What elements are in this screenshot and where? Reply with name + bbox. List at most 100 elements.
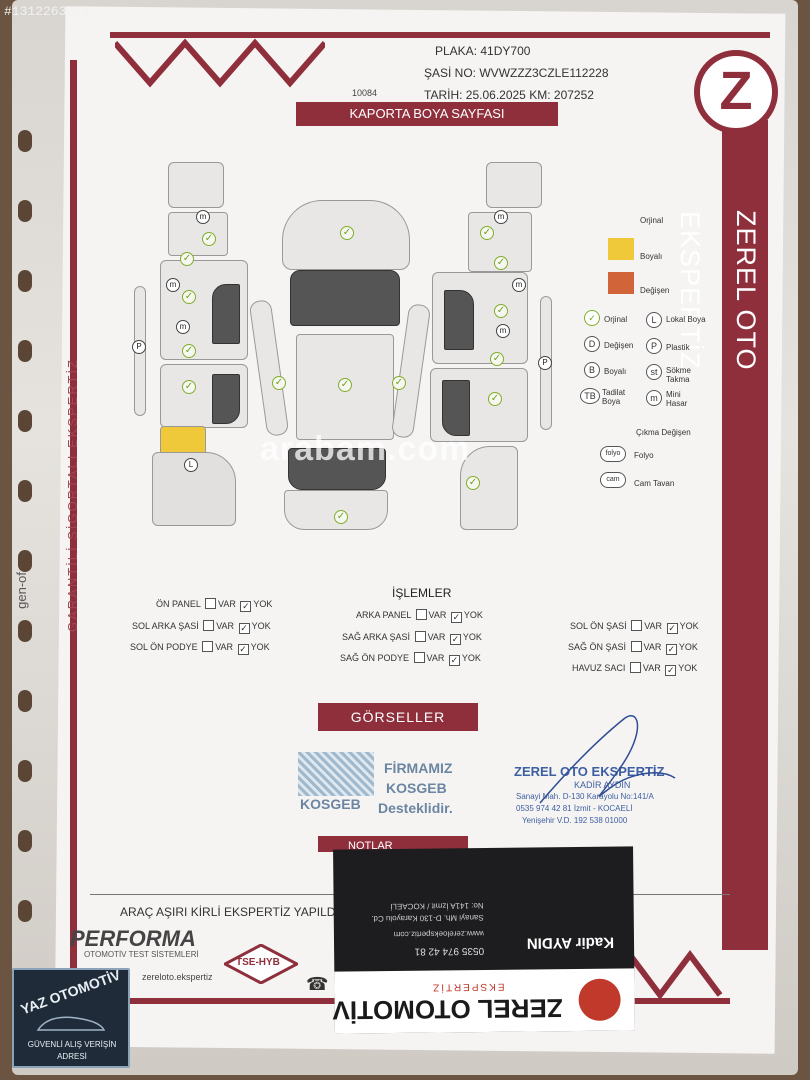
stamp-vd: Yenişehir V.D. 192 538 01000 bbox=[522, 816, 628, 825]
legend-icon-label: Lokal Boya bbox=[666, 315, 706, 324]
boyali-icon: B bbox=[584, 362, 600, 378]
car-trunk bbox=[284, 490, 388, 530]
sokme-icon: st bbox=[646, 364, 662, 380]
card-phone: 0535 974 42 81 bbox=[414, 944, 485, 957]
legend-icon-label: Boyalı bbox=[604, 367, 627, 376]
right-front-window bbox=[444, 290, 474, 350]
binder-hole bbox=[18, 690, 32, 712]
check-icon: ✓ bbox=[180, 252, 194, 266]
op-row: SAĞ ÖN PODYE VAR ✓YOK bbox=[340, 652, 481, 666]
op-row: ARKA PANEL VAR ✓YOK bbox=[356, 609, 483, 623]
business-card-content: ZEREL OTOMOTİV EKSPERTİZ Kadir AYDIN 053… bbox=[332, 846, 635, 1034]
right-rear-window bbox=[442, 380, 470, 436]
check-icon: ✓ bbox=[466, 476, 480, 490]
check-icon: ✓ bbox=[340, 226, 354, 240]
site-watermark: arabam.com bbox=[260, 430, 471, 468]
yaz-otomotiv-logo: YAZ OTOMOTİV GÜVENLİ ALIŞ VERİŞİN ADRESİ bbox=[12, 966, 130, 1068]
yaz-slogan-1: GÜVENLİ ALIŞ VERİŞİN bbox=[27, 1040, 117, 1049]
op-row: SOL ÖN PODYE VAR ✓YOK bbox=[130, 641, 270, 655]
card-white-bar: ZEREL OTOMOTİV EKSPERTİZ bbox=[332, 968, 635, 1034]
footer-note: ARAÇ AŞIRI KİRLİ EKSPERTİZ YAPILDI bbox=[120, 905, 339, 919]
mini-hasar-icon: m bbox=[512, 278, 526, 292]
left-front-window bbox=[212, 284, 240, 344]
op-row: ÖN PANEL VAR ✓YOK bbox=[156, 598, 273, 612]
binder-hole bbox=[18, 900, 32, 922]
lokal-icon: L bbox=[646, 312, 662, 328]
right-front-fender-top bbox=[486, 162, 542, 208]
kosgeb-name: KOSGEB bbox=[386, 780, 447, 796]
check-icon: ✓ bbox=[584, 310, 600, 326]
legend-icon-label: Plastik bbox=[666, 343, 690, 352]
kosgeb-pattern bbox=[298, 752, 374, 796]
gen-text: gen-of bbox=[14, 572, 29, 609]
stamp-name: ZEREL OTO EKSPERTİZ bbox=[514, 764, 665, 779]
mini-hasar-icon: m bbox=[196, 210, 210, 224]
operations-title: İŞLEMLER bbox=[392, 586, 452, 600]
check-icon: ✓ bbox=[182, 344, 196, 358]
op-row: HAVUZ SACI VAR ✓YOK bbox=[572, 662, 698, 676]
check-icon: ✓ bbox=[494, 256, 508, 270]
card-company: ZEREL OTOMOTİV bbox=[332, 993, 563, 1026]
frame-top bbox=[110, 32, 770, 38]
sasi-value: WVWZZZ3CZLE112228 bbox=[479, 66, 609, 80]
stamp-phone: 0535 974 42 81 İzmit - KOCAELİ bbox=[516, 804, 633, 813]
binder-hole bbox=[18, 480, 32, 502]
plaka-line: PLAKA: 41DY700 bbox=[435, 44, 531, 58]
legend-boyali: Boyalı bbox=[640, 252, 663, 261]
tarih-value: 25.06.2025 bbox=[465, 88, 526, 102]
left-front-fender bbox=[168, 212, 228, 256]
binder-hole bbox=[18, 550, 32, 572]
mini-hasar-icon: m bbox=[646, 390, 662, 406]
card-address-1: Sanayi Mh. D-130 Karayolu Cd. bbox=[371, 913, 484, 924]
check-icon: ✓ bbox=[338, 378, 352, 392]
frame-left bbox=[70, 60, 110, 1000]
legend-icon-label: Orjinal bbox=[604, 315, 628, 324]
frame-right bbox=[722, 120, 768, 950]
yaz-logo-name: YAZ OTOMOTİV bbox=[18, 966, 123, 1018]
left-vertical-text: GARANTİLİ SİGORTALI EKSPERTİZ bbox=[65, 358, 80, 632]
car-rear-window bbox=[288, 448, 386, 490]
check-icon: ✓ bbox=[202, 232, 216, 246]
check-icon: ✓ bbox=[334, 510, 348, 524]
zigzag-decoration bbox=[115, 38, 325, 88]
card-logo-icon bbox=[578, 978, 621, 1022]
stamp-address: Sanayi Mah. D-130 Karayolu No:141/A bbox=[516, 792, 654, 801]
check-icon: ✓ bbox=[392, 376, 406, 390]
op-row: SOL ARKA ŞASİ VAR ✓YOK bbox=[132, 620, 271, 634]
card-web: www.zereloekspertiz.com bbox=[393, 929, 484, 939]
binder-hole bbox=[18, 200, 32, 222]
business-card: ZEREL OTOMOTİV EKSPERTİZ Kadir AYDIN 053… bbox=[332, 846, 635, 1034]
legend-icon-label: Tadilat Boya bbox=[602, 388, 626, 406]
binder-hole bbox=[18, 830, 32, 852]
left-front-fender-top bbox=[168, 162, 224, 208]
binder-hole bbox=[18, 760, 32, 782]
kosgeb-logo-text: KOSGEB bbox=[300, 796, 361, 812]
legend-icon-label: Sökme Takma bbox=[666, 366, 691, 384]
lokal-icon: L bbox=[184, 458, 198, 472]
op-row: SOL ÖN ŞASİ VAR ✓YOK bbox=[570, 620, 699, 634]
mini-hasar-icon: m bbox=[496, 324, 510, 338]
stamp-owner: KADİR AYDIN bbox=[574, 780, 631, 790]
signature bbox=[539, 715, 676, 804]
plastik-icon: P bbox=[538, 356, 552, 370]
plastik-icon: P bbox=[646, 338, 662, 354]
listing-id: #1312263214 bbox=[4, 4, 90, 19]
card-address-2: No: 141A İzmit / KOCAELİ bbox=[390, 901, 484, 911]
check-icon: ✓ bbox=[480, 226, 494, 240]
phone-icon: ☎ bbox=[306, 974, 329, 994]
binder-hole bbox=[18, 130, 32, 152]
legend-cikma: Çıkma Değişen bbox=[636, 428, 691, 437]
op-row: SAĞ ÖN ŞASİ VAR ✓YOK bbox=[568, 641, 698, 655]
yaz-slogan-2: ADRESİ bbox=[57, 1052, 87, 1061]
binder-hole bbox=[18, 340, 32, 362]
check-icon: ✓ bbox=[488, 392, 502, 406]
document-number: 10084 bbox=[352, 88, 378, 98]
cam-icon: cam bbox=[600, 472, 626, 488]
tadilat-icon: TB bbox=[580, 388, 600, 404]
check-icon: ✓ bbox=[182, 290, 196, 304]
mini-hasar-icon: m bbox=[494, 210, 508, 224]
card-company-sub: EKSPERTİZ bbox=[431, 980, 505, 993]
performa-logo: PERFORMA bbox=[70, 926, 196, 951]
left-rear-window bbox=[212, 374, 240, 424]
zerel-logo: Z bbox=[694, 50, 778, 134]
